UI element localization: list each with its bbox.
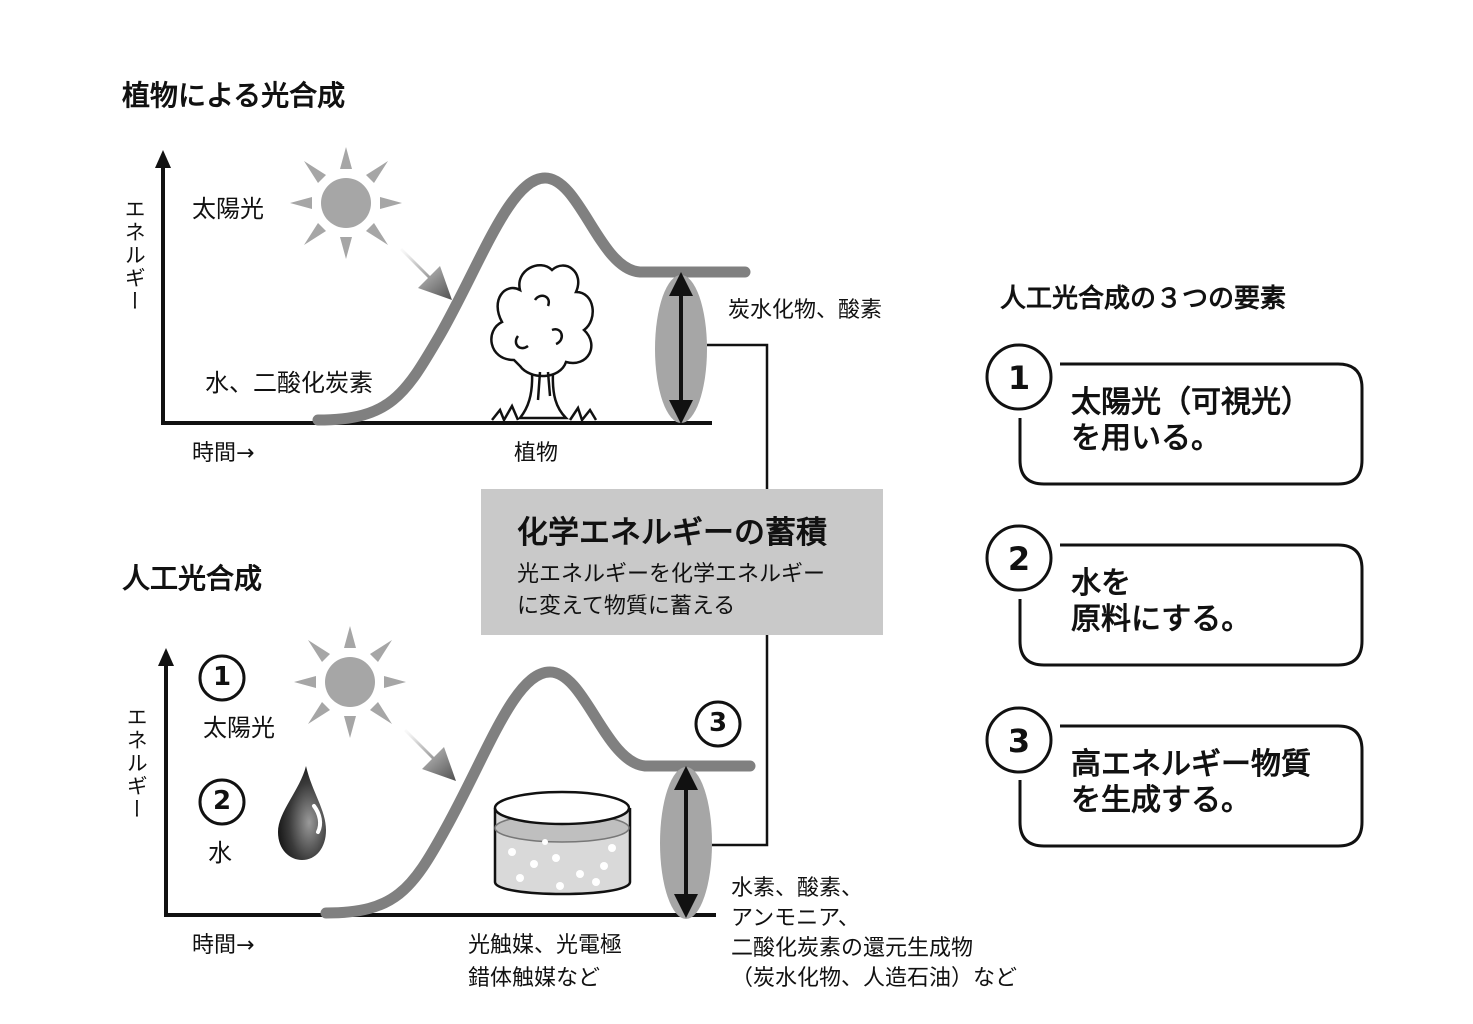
- element-1-text: 太陽光（可視光） を用いる。: [1071, 385, 1311, 457]
- element-3-line-1: 高エネルギー物質: [1071, 747, 1311, 782]
- plant-energy-curve: [312, 172, 751, 426]
- elements-title: 人工光合成の３つの要素: [1000, 284, 1287, 314]
- plant-y-axis-arrowhead: [155, 150, 171, 168]
- element-box-2-frame: [1018, 543, 1364, 667]
- product-line-2: アンモニア、: [731, 906, 860, 931]
- chemical-energy-storage-box: 化学エネルギーの蓄積 光エネルギーを化学エネルギー に変えて物質に蓄える: [481, 489, 883, 635]
- sun-icon: [294, 626, 406, 738]
- water-drop-icon: [278, 766, 326, 860]
- product-line-3: 二酸化炭素の還元生成物: [731, 936, 974, 961]
- plant-axis-y-label: エネルギー: [122, 198, 147, 313]
- artificial-axis-x-label: 時間→: [192, 933, 255, 958]
- catalyst-line-1: 光触媒、光電極: [468, 933, 623, 958]
- badge-2-number: 2: [212, 786, 232, 816]
- element-3-line-2: を生成する。: [1071, 783, 1251, 818]
- artificial-graph: [158, 626, 756, 919]
- badge-1-number: 1: [212, 662, 232, 692]
- artificial-axis-y-label: エネルギー: [124, 706, 149, 821]
- plant-axis-x-label: 時間→: [192, 441, 255, 466]
- element-1-line-1: 太陽光（可視光）: [1071, 385, 1311, 420]
- plant-end-label: 炭水化物、酸素: [728, 298, 883, 323]
- element-box-1-frame: [1018, 362, 1364, 486]
- water-drop-highlight: [312, 804, 323, 834]
- badge-2-circle: [198, 778, 246, 826]
- element-3-number: 3: [1007, 722, 1031, 760]
- element-boxes: [985, 343, 1364, 848]
- artificial-title: 人工光合成: [122, 562, 263, 595]
- artificial-sun-label: 太陽光: [203, 714, 275, 742]
- element-1-line-2: を用いる。: [1071, 421, 1221, 456]
- product-line-1: 水素、酸素、: [731, 876, 864, 901]
- badge-1-circle: [198, 654, 246, 702]
- center-line-1: 光エネルギーを化学エネルギー: [517, 562, 826, 587]
- badge-3-circle: [694, 700, 742, 748]
- product-line-4: （炭水化物、人造石油）など: [731, 966, 1018, 991]
- element-2-line-2: 原料にする。: [1071, 602, 1252, 637]
- artificial-water-label: 水: [208, 839, 232, 867]
- element-box-3-frame: [1018, 724, 1364, 848]
- catalyst-line-2: 錯体触媒など: [468, 966, 601, 991]
- element-badge-1-circle: [985, 343, 1053, 411]
- element-1-number: 1: [1007, 359, 1031, 397]
- plant-sun-label: 太陽光: [192, 195, 264, 223]
- light-arrow-icon: [388, 248, 452, 300]
- artificial-energy-curve: [320, 666, 756, 919]
- light-arrow-icon: [392, 729, 456, 781]
- plant-title: 植物による光合成: [122, 79, 346, 112]
- element-3-text: 高エネルギー物質 を生成する。: [1071, 747, 1311, 819]
- plant-start-label: 水、二酸化炭素: [205, 369, 373, 397]
- sun-icon: [290, 147, 402, 259]
- catalyst-container-icon: [493, 790, 632, 896]
- element-2-text: 水を 原料にする。: [1071, 566, 1251, 638]
- tree-icon: [490, 264, 598, 423]
- center-title: 化学エネルギーの蓄積: [517, 515, 827, 551]
- element-badge-3-circle: [985, 706, 1053, 774]
- artificial-y-axis-arrowhead: [158, 648, 174, 666]
- center-line-2: に変えて物質に蓄える: [517, 594, 736, 619]
- element-2-number: 2: [1007, 540, 1031, 578]
- plant-agent-label: 植物: [514, 441, 559, 466]
- element-badge-2-circle: [985, 524, 1053, 592]
- element-2-line-1: 水を: [1071, 566, 1131, 601]
- center-description: 光エネルギーを化学エネルギー に変えて物質に蓄える: [517, 559, 825, 623]
- badge-3-number: 3: [708, 708, 728, 738]
